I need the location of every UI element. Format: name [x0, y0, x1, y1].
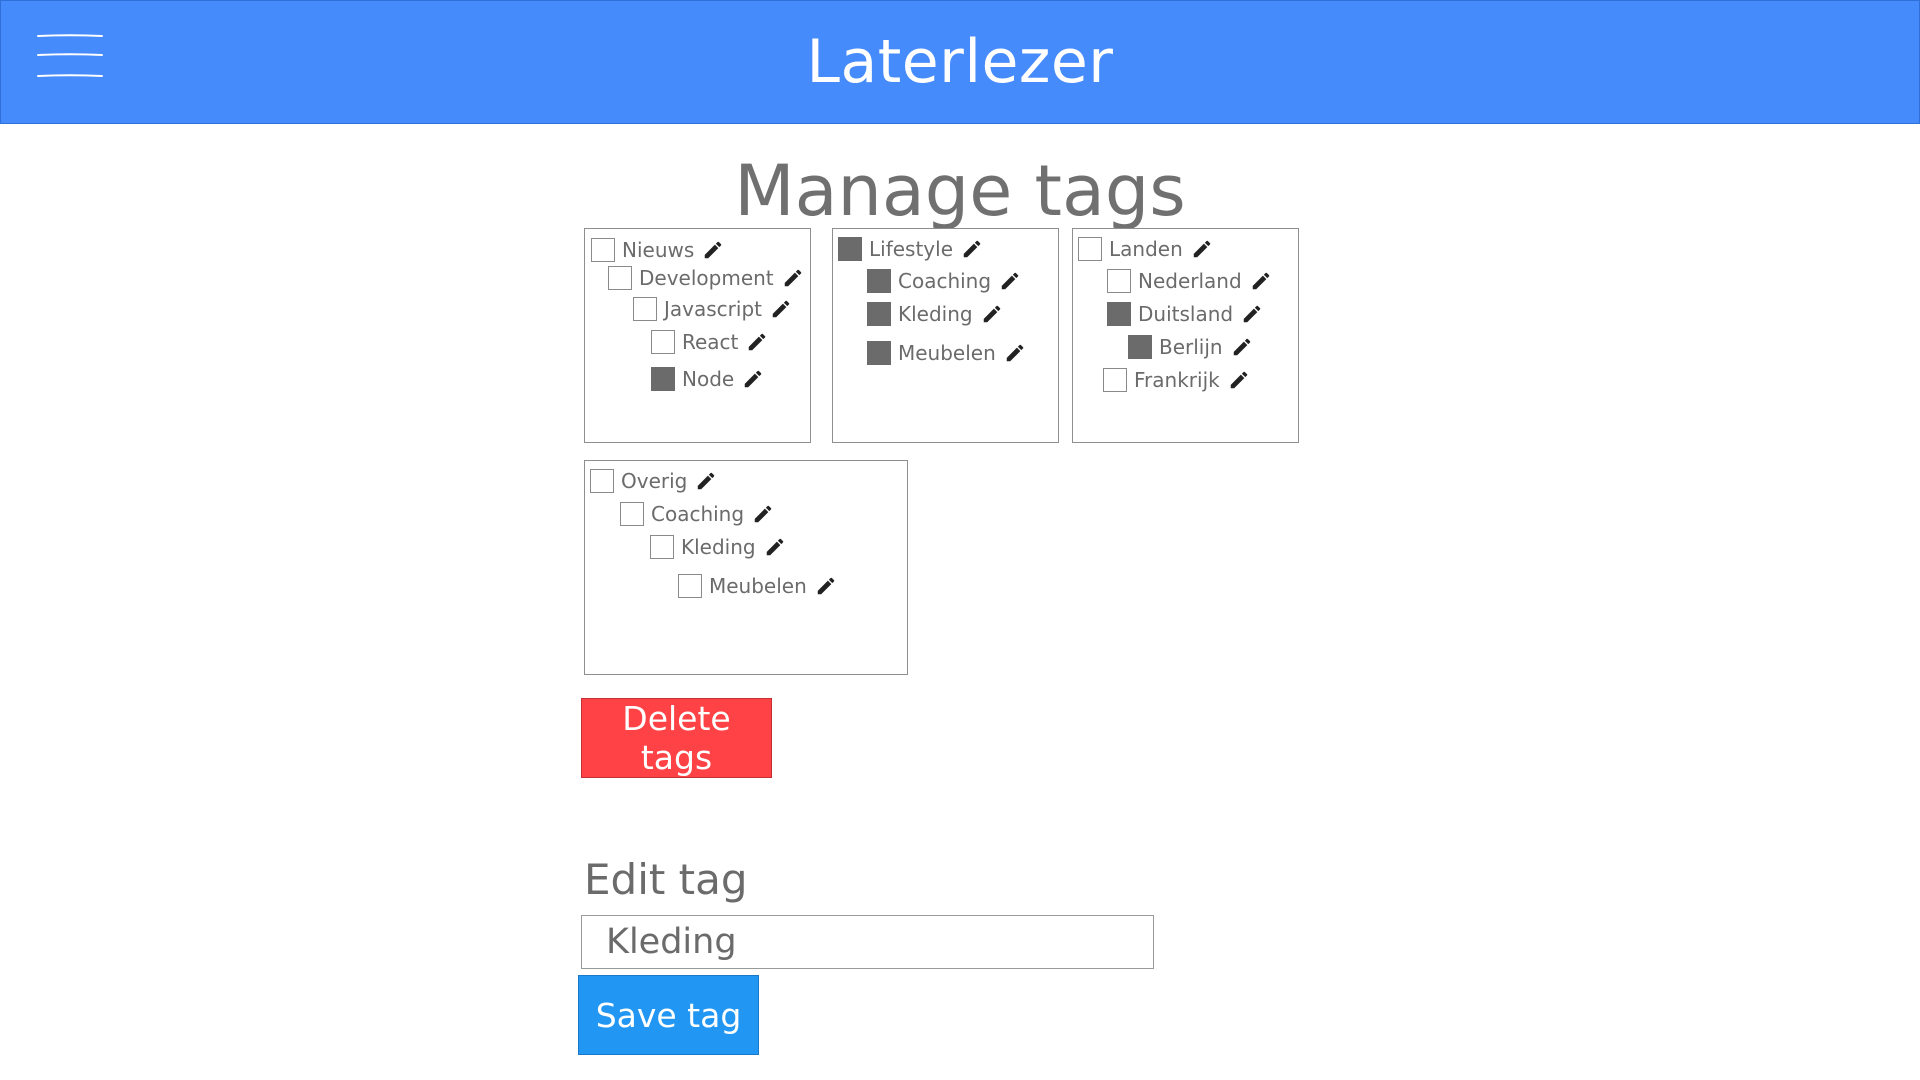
- tag-item-meubelen: Meubelen: [678, 572, 837, 600]
- tag-item-kleding: Kleding: [867, 300, 1003, 328]
- tag-item-lifestyle: Lifestyle: [838, 235, 983, 263]
- page-title: Manage tags: [734, 150, 1186, 232]
- tag-label: Lifestyle: [869, 237, 954, 261]
- tag-item-kleding: Kleding: [650, 533, 786, 561]
- checkbox-icon[interactable]: [1107, 302, 1131, 326]
- tag-item-react: React: [651, 328, 768, 356]
- checkbox-icon[interactable]: [867, 302, 891, 326]
- checkbox-icon[interactable]: [620, 502, 644, 526]
- pencil-icon[interactable]: [770, 298, 792, 320]
- pencil-icon[interactable]: [961, 238, 983, 260]
- hamburger-menu-icon[interactable]: [37, 33, 103, 79]
- tag-label: Meubelen: [898, 341, 996, 365]
- checkbox-icon[interactable]: [633, 297, 657, 321]
- checkbox-icon[interactable]: [838, 237, 862, 261]
- tag-label: Nieuws: [622, 238, 695, 262]
- delete-tags-button[interactable]: Delete tags: [581, 698, 772, 778]
- tag-label: React: [682, 330, 739, 354]
- pencil-icon[interactable]: [1191, 238, 1213, 260]
- save-tag-button[interactable]: Save tag: [578, 975, 759, 1055]
- tag-label: Frankrijk: [1134, 368, 1220, 392]
- checkbox-icon[interactable]: [1078, 237, 1102, 261]
- checkbox-icon[interactable]: [651, 367, 675, 391]
- tag-item-node: Node: [651, 365, 764, 393]
- tag-label: Nederland: [1138, 269, 1242, 293]
- pencil-icon[interactable]: [999, 270, 1021, 292]
- tag-group-landen: Landen Nederland Duitsland Berlijn Frank…: [1072, 228, 1299, 443]
- tag-item-nederland: Nederland: [1107, 267, 1272, 295]
- tag-item-landen: Landen: [1078, 235, 1213, 263]
- tag-label: Javascript: [664, 297, 762, 321]
- tag-label: Coaching: [898, 269, 992, 293]
- checkbox-icon[interactable]: [1128, 335, 1152, 359]
- pencil-icon[interactable]: [981, 303, 1003, 325]
- edit-tag-title: Edit tag: [584, 855, 748, 904]
- pencil-icon[interactable]: [1228, 369, 1250, 391]
- tag-item-frankrijk: Frankrijk: [1103, 366, 1250, 394]
- tag-item-meubelen: Meubelen: [867, 339, 1026, 367]
- tag-group-lifestyle: Lifestyle Coaching Kleding Meubelen: [832, 228, 1059, 443]
- pencil-icon[interactable]: [702, 239, 724, 261]
- tag-label: Coaching: [651, 502, 745, 526]
- tag-label: Development: [639, 266, 774, 290]
- checkbox-icon[interactable]: [651, 330, 675, 354]
- pencil-icon[interactable]: [746, 331, 768, 353]
- pencil-icon[interactable]: [815, 575, 837, 597]
- pencil-icon[interactable]: [1241, 303, 1263, 325]
- checkbox-icon[interactable]: [608, 266, 632, 290]
- tag-group-nieuws: Nieuws Development Javascript React Node: [584, 228, 811, 443]
- tag-label: Berlijn: [1159, 335, 1223, 359]
- app-title: Laterlezer: [806, 27, 1114, 97]
- tag-label: Overig: [621, 469, 688, 493]
- pencil-icon[interactable]: [764, 536, 786, 558]
- pencil-icon[interactable]: [752, 503, 774, 525]
- tag-label: Duitsland: [1138, 302, 1234, 326]
- tag-group-overig: Overig Coaching Kleding Meubelen: [584, 460, 908, 675]
- edit-tag-input[interactable]: [581, 915, 1154, 969]
- tag-label: Kleding: [898, 302, 973, 326]
- pencil-icon[interactable]: [742, 368, 764, 390]
- pencil-icon[interactable]: [1004, 342, 1026, 364]
- pencil-icon[interactable]: [782, 267, 804, 289]
- tag-item-berlijn: Berlijn: [1128, 333, 1253, 361]
- tag-item-javascript: Javascript: [633, 295, 792, 323]
- tag-label: Meubelen: [709, 574, 807, 598]
- checkbox-icon[interactable]: [867, 269, 891, 293]
- tag-item-coaching: Coaching: [620, 500, 774, 528]
- checkbox-icon[interactable]: [590, 469, 614, 493]
- tag-item-overig: Overig: [590, 467, 717, 495]
- tag-item-coaching: Coaching: [867, 267, 1021, 295]
- checkbox-icon[interactable]: [591, 238, 615, 262]
- checkbox-icon[interactable]: [650, 535, 674, 559]
- pencil-icon[interactable]: [1231, 336, 1253, 358]
- pencil-icon[interactable]: [695, 470, 717, 492]
- tag-item-nieuws: Nieuws: [591, 236, 724, 264]
- checkbox-icon[interactable]: [867, 341, 891, 365]
- tag-item-development: Development: [608, 264, 804, 292]
- app-header: Laterlezer: [0, 0, 1920, 124]
- tag-label: Node: [682, 367, 735, 391]
- tag-label: Kleding: [681, 535, 756, 559]
- tag-item-duitsland: Duitsland: [1107, 300, 1263, 328]
- checkbox-icon[interactable]: [1103, 368, 1127, 392]
- checkbox-icon[interactable]: [678, 574, 702, 598]
- checkbox-icon[interactable]: [1107, 269, 1131, 293]
- pencil-icon[interactable]: [1250, 270, 1272, 292]
- tag-label: Landen: [1109, 237, 1183, 261]
